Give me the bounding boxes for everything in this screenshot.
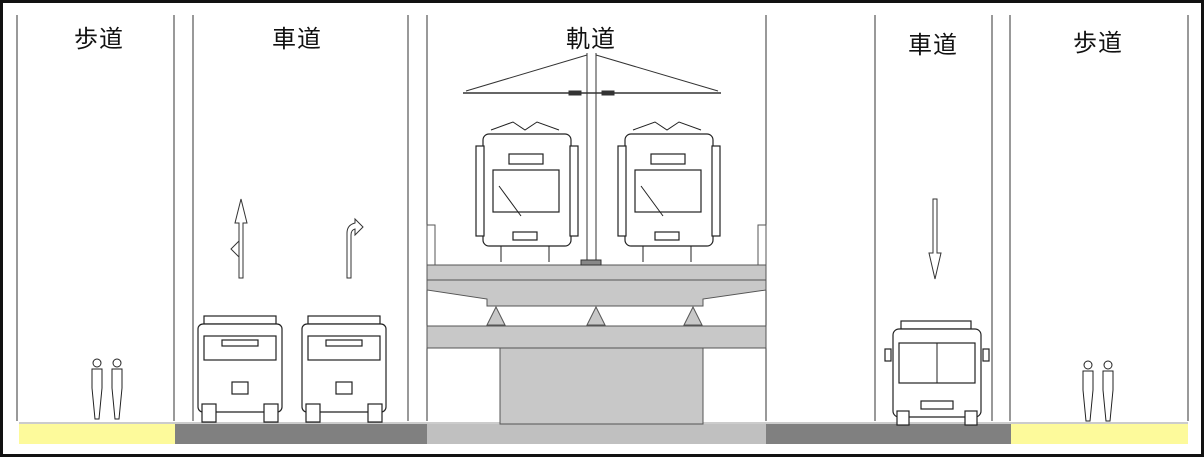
bus-rear-center [301, 315, 387, 423]
lane-arrow-straight-left [230, 198, 248, 279]
girder [426, 279, 767, 307]
pier-cap [426, 325, 767, 349]
tram-left [475, 121, 579, 262]
parapet-left [426, 224, 436, 266]
roadway-left-surface [175, 424, 427, 444]
section-label-roadway-left: 車道 [272, 25, 322, 53]
bearing [683, 305, 703, 326]
bus-front-right [884, 320, 990, 426]
sidewalk-left-surface [19, 424, 175, 444]
section-label-sidewalk-right: 歩道 [1073, 29, 1123, 57]
roadway-right-surface [766, 424, 1011, 444]
track-surface [427, 424, 766, 444]
parapet-right [757, 224, 767, 266]
pedestrians-left [91, 358, 123, 420]
lane-arrow-right-turn [346, 217, 364, 279]
section-dividers [16, 15, 1189, 421]
ground-surface [19, 422, 1188, 444]
catenary-pole [463, 53, 721, 266]
pier-column [499, 347, 704, 425]
cross-section-drawing [16, 15, 1189, 444]
pedestrians-right [1082, 360, 1114, 422]
section-label-track: 軌道 [566, 25, 616, 53]
bearing [486, 305, 506, 326]
tram-right [617, 121, 721, 262]
deck-slab [426, 264, 767, 281]
section-label-sidewalk-left: 歩道 [74, 25, 124, 53]
section-label-roadway-right: 車道 [908, 31, 958, 59]
bus-rear-left [197, 315, 283, 423]
lane-arrow-down [928, 198, 942, 280]
bearing [586, 305, 606, 326]
viaduct-structure [426, 224, 767, 425]
sidewalk-right-surface [1011, 424, 1188, 444]
